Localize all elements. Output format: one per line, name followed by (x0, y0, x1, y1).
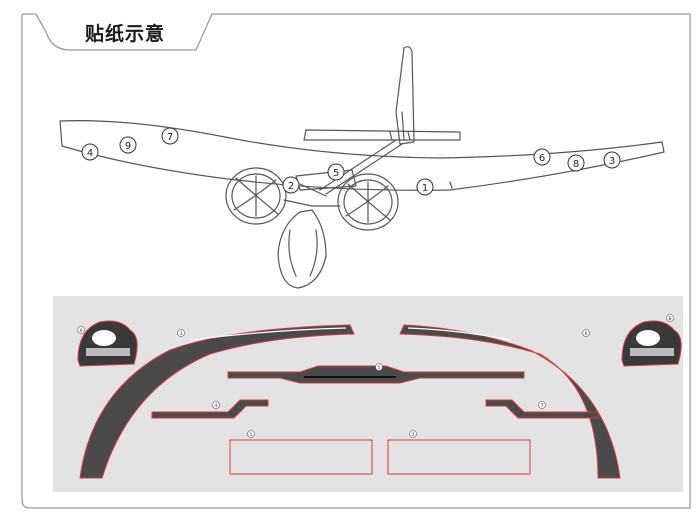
sheet-callout: 3 (177, 329, 185, 337)
sheet-callout-label: 3 (180, 331, 183, 337)
page-title: 贴纸示意 (84, 22, 165, 45)
callout-label: 8 (573, 159, 579, 170)
callout-marker: 1 (416, 178, 434, 196)
sheet-callout-label: 7 (541, 403, 544, 409)
callout-label: 2 (288, 181, 294, 192)
callout-marker: 5 (327, 163, 345, 181)
sheet-callout-label: 4 (215, 403, 218, 409)
callout-marker: 3 (603, 151, 621, 169)
sheet-callout: 1 (247, 430, 255, 438)
sheet-callout-label: 5 (378, 365, 381, 371)
callout-label: 9 (125, 141, 131, 152)
sheet-callout-label: 2 (412, 432, 415, 438)
callout-label: 4 (87, 148, 93, 159)
aircraft-diagram: 4 9 7 2 5 1 6 8 (59, 46, 665, 289)
callout-label: 6 (539, 153, 545, 164)
callout-marker: 8 (567, 154, 585, 172)
sticker-sheet (53, 296, 683, 492)
sheet-callout: 7 (538, 401, 546, 409)
callout-label: 1 (422, 183, 428, 194)
sheet-callout: 8 (666, 314, 674, 322)
callout-marker: 2 (282, 176, 300, 194)
callout-marker: 4 (81, 143, 99, 161)
sheet-callout-label: 9 (80, 328, 83, 334)
sheet-callout-label: 6 (585, 331, 588, 337)
callout-marker: 9 (119, 136, 137, 154)
sheet-callout-label: 8 (669, 316, 672, 322)
sheet-callout: 4 (212, 401, 220, 409)
callout-label: 3 (609, 156, 615, 167)
logo-badge-icon (621, 320, 682, 367)
callout-label: 5 (333, 168, 339, 179)
aircraft-callouts: 4 9 7 2 5 1 6 8 (81, 127, 621, 196)
sheet-callout: 2 (409, 430, 417, 438)
callout-marker: 6 (533, 148, 551, 166)
sheet-callout: 6 (582, 329, 590, 337)
logo-badge-icon (77, 320, 138, 367)
sheet-callout-label: 1 (250, 432, 253, 438)
callout-label: 7 (167, 132, 173, 143)
callout-marker: 7 (161, 127, 179, 145)
sheet-callout: 9 (77, 326, 85, 334)
sheet-callout: 5 (375, 363, 383, 371)
sheet-callouts: 9 3 5 4 6 7 1 2 (77, 314, 674, 438)
